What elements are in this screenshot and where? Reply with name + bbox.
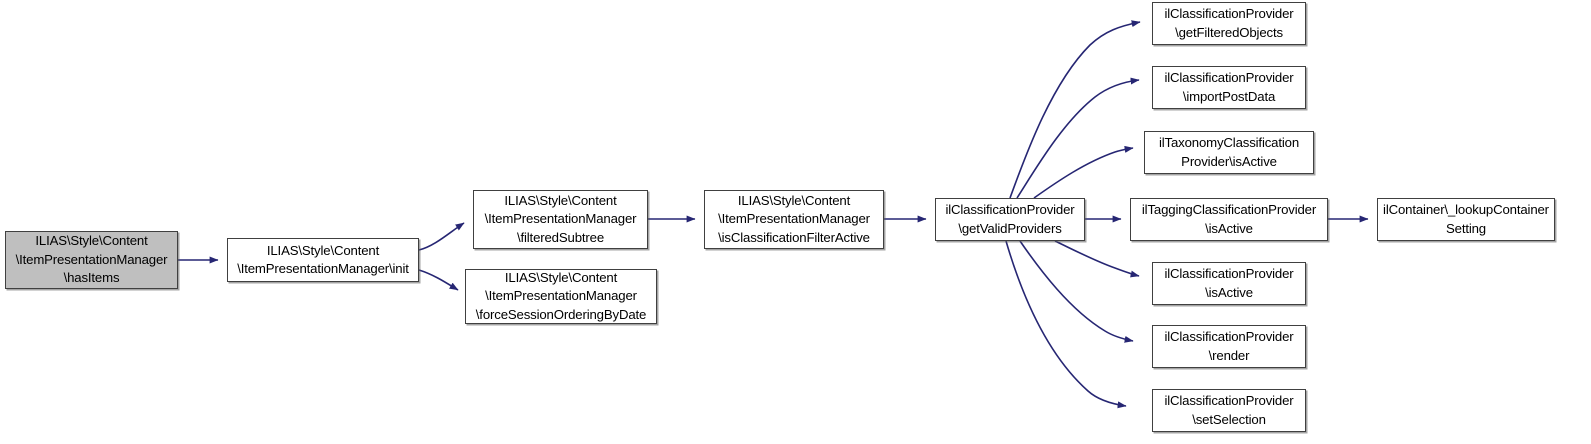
edge-init-to-filteredSubtree [418,222,465,251]
graph-node-init[interactable]: ILIAS\Style\Content \ItemPresentationMan… [227,238,419,282]
graph-node-forceSessionOrderingByDate[interactable]: ILIAS\Style\Content \ItemPresentationMan… [465,269,657,324]
edge-getValidProviders-to-taxonomyIsActive [1033,145,1134,199]
edge-getValidProviders-to-importPostData [1016,77,1140,199]
graph-node-taggingIsActive[interactable]: ilTaggingClassificationProvider \isActiv… [1130,198,1328,241]
graph-node-filteredSubtree[interactable]: ILIAS\Style\Content \ItemPresentationMan… [473,190,648,249]
graph-node-render[interactable]: ilClassificationProvider \render [1152,325,1306,368]
edge-getValidProviders-to-setSelection [1005,240,1127,409]
graph-node-importPostData[interactable]: ilClassificationProvider \importPostData [1152,66,1306,109]
graph-node-hasItems[interactable]: ILIAS\Style\Content \ItemPresentationMan… [5,231,178,289]
graph-node-lookupContainerSetting[interactable]: ilContainer\_lookupContainer Setting [1377,198,1555,241]
edge-getValidProviders-to-providerIsActive [1054,240,1140,278]
graph-node-setSelection[interactable]: ilClassificationProvider \setSelection [1152,389,1306,432]
graph-node-getFilteredObjects[interactable]: ilClassificationProvider \getFilteredObj… [1152,2,1306,45]
graph-node-isClassificationFilterActive[interactable]: ILIAS\Style\Content \ItemPresentationMan… [704,190,884,249]
edge-getValidProviders-to-getFilteredObjects [1009,20,1141,199]
graph-node-providerIsActive[interactable]: ilClassificationProvider \isActive [1152,262,1306,305]
graph-node-getValidProviders[interactable]: ilClassificationProvider \getValidProvid… [935,198,1085,241]
edge-init-to-forceSessionOrderingByDate [418,269,459,291]
edge-getValidProviders-to-render [1019,240,1134,343]
graph-node-taxonomyIsActive[interactable]: ilTaxonomyClassification Provider\isActi… [1144,131,1314,174]
